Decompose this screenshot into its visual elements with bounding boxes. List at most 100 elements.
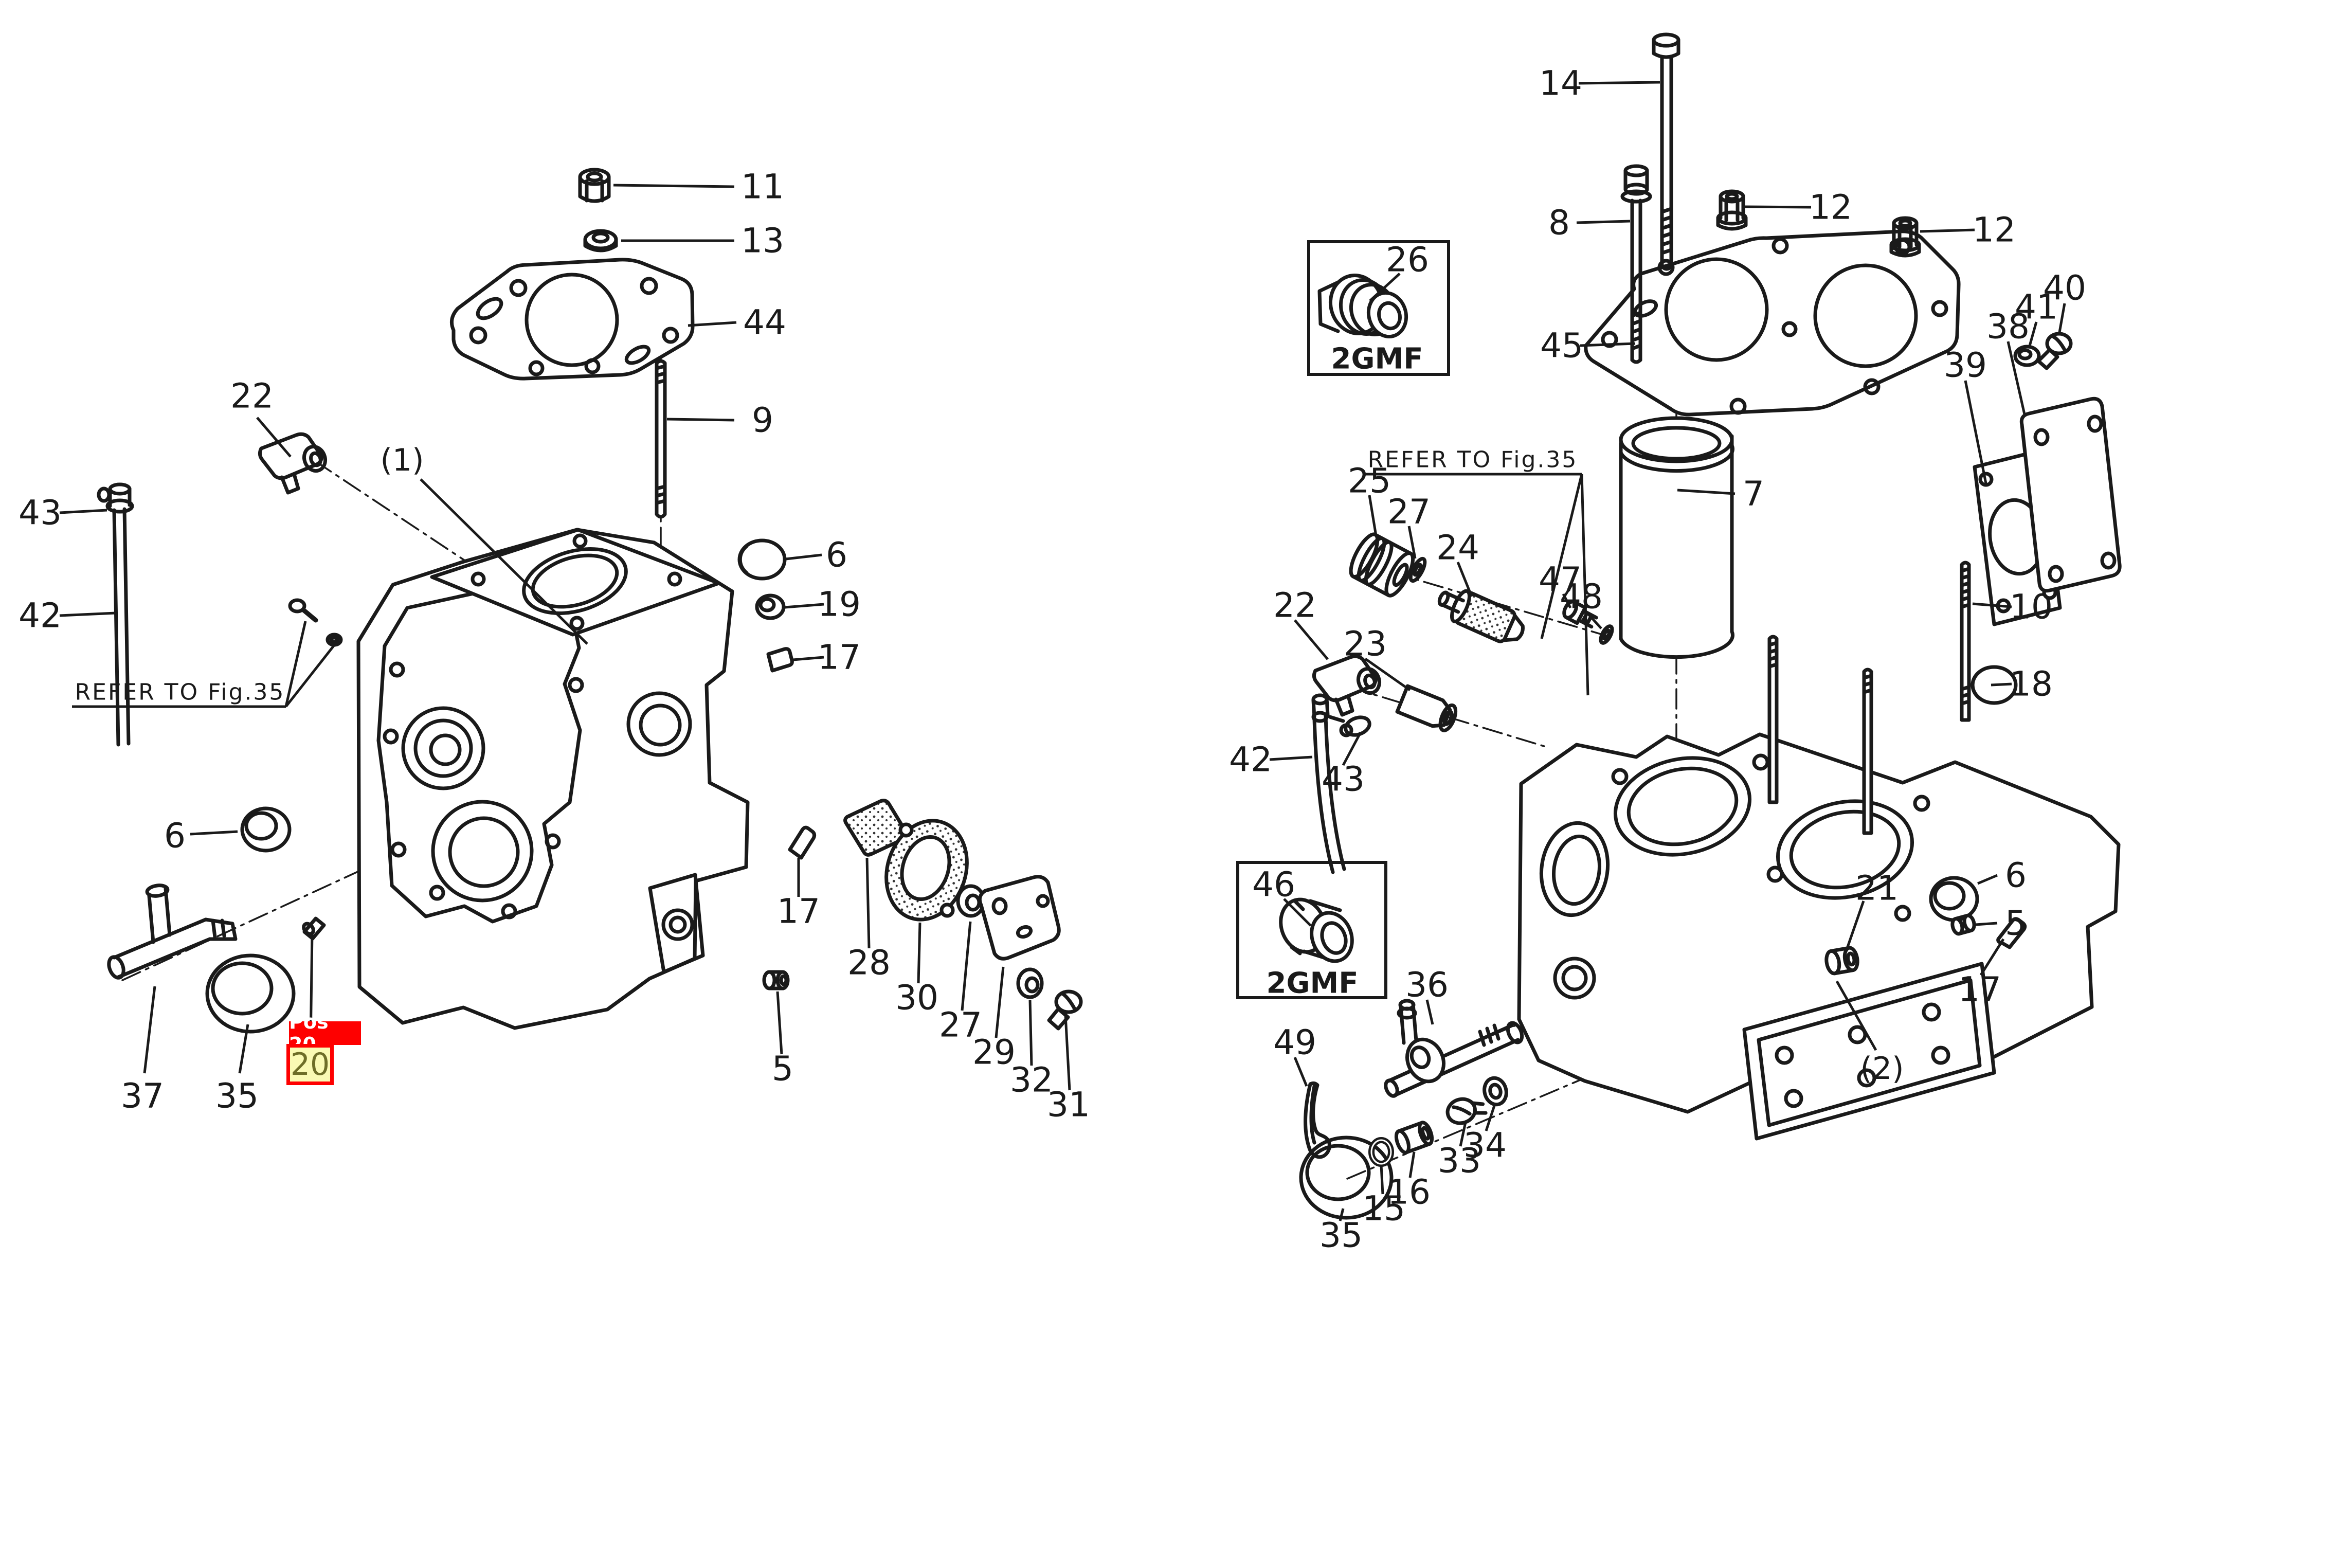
nut-11 xyxy=(578,168,611,203)
sleeve-16 xyxy=(1394,1121,1434,1155)
callout-6: 6 xyxy=(2005,856,2027,895)
callout-37: 37 xyxy=(121,1076,164,1116)
stud-10 xyxy=(1960,561,1971,722)
seal-ring-6-left xyxy=(240,806,292,853)
leader-line xyxy=(1677,489,1736,495)
leader-line xyxy=(1562,593,1572,609)
leader-line xyxy=(1835,980,1877,1051)
callout-44: 44 xyxy=(743,303,786,343)
leader-line xyxy=(865,857,871,949)
leader-line xyxy=(2057,303,2066,336)
leader-line xyxy=(1369,273,1401,302)
plug-5-left xyxy=(762,970,790,990)
leader-line xyxy=(1408,1151,1416,1178)
leader-line xyxy=(256,417,292,458)
bolt-31 xyxy=(1047,989,1083,1031)
callout-27: 27 xyxy=(1387,492,1431,532)
leader-line xyxy=(776,991,783,1055)
leader-line xyxy=(1407,526,1417,559)
refer-bolts-left xyxy=(288,598,343,647)
callout-6: 6 xyxy=(826,535,847,575)
leader-line xyxy=(143,986,156,1074)
leader-line xyxy=(995,966,1005,1038)
plug-5-right xyxy=(1950,913,1976,936)
callout-41: 41 xyxy=(2015,287,2058,327)
pos-20-part-number-box[interactable]: 20 xyxy=(286,1044,334,1085)
cap-6-upper xyxy=(737,538,787,581)
callout-7: 7 xyxy=(1743,474,1764,514)
plug-23 xyxy=(1395,684,1458,732)
cover-plate-38 xyxy=(2019,396,2122,593)
head-gasket-44 xyxy=(449,258,695,381)
callout-49: 49 xyxy=(1273,1023,1316,1062)
inset-part-label: 46 xyxy=(1252,865,1295,905)
sleeve-nut-12 xyxy=(1716,189,1748,231)
leader-line xyxy=(1584,610,1602,629)
leader-line xyxy=(1580,342,1636,347)
leader-line xyxy=(1028,999,1033,1066)
leader-line xyxy=(1920,228,1975,233)
leader-line xyxy=(1339,1208,1345,1221)
cylinder-block-left xyxy=(356,528,750,1030)
leader-line xyxy=(1972,602,2012,608)
leader-line xyxy=(238,1024,249,1074)
leader-line xyxy=(1977,874,1998,885)
diagram-ref: (2) xyxy=(1860,1051,1904,1087)
callout-17: 17 xyxy=(777,892,820,931)
bushing-35-right xyxy=(1299,1136,1394,1220)
callout-17: 17 xyxy=(1958,970,2001,1010)
callout-33: 33 xyxy=(1438,1141,1481,1181)
callout-40: 40 xyxy=(2043,268,2086,308)
leader-line xyxy=(961,921,972,1011)
callout-16: 16 xyxy=(1387,1173,1431,1212)
callout-39: 39 xyxy=(1944,346,1987,385)
callout-5: 5 xyxy=(772,1049,793,1089)
callout-35: 35 xyxy=(215,1076,259,1116)
callout-32: 32 xyxy=(1010,1060,1053,1100)
leader-line xyxy=(1294,619,1329,660)
callout-28: 28 xyxy=(847,943,891,983)
bushing-35-left xyxy=(205,953,296,1034)
stud-8 xyxy=(1620,164,1652,364)
callout-17: 17 xyxy=(818,638,861,677)
cap-18 xyxy=(1971,665,2018,705)
leader-line xyxy=(1342,731,1362,766)
leader-line xyxy=(1064,1015,1071,1091)
callout-45: 45 xyxy=(1540,326,1583,366)
leader-line xyxy=(1845,900,1865,952)
washer-13 xyxy=(583,229,618,253)
washer-34 xyxy=(1483,1076,1508,1107)
callout-11: 11 xyxy=(741,167,784,207)
leader-line xyxy=(2006,341,2027,417)
clamp-43-right xyxy=(1328,715,1371,737)
leader-line xyxy=(1425,999,1434,1025)
pipe-42-right xyxy=(1311,693,1346,874)
leader-line xyxy=(1580,474,1589,696)
leader-line xyxy=(190,830,238,836)
leader-line xyxy=(784,603,824,609)
cover-29 xyxy=(978,875,1061,961)
bushing-21 xyxy=(1824,946,1859,976)
filter-24 xyxy=(1437,589,1525,643)
leader-line xyxy=(666,418,735,422)
callout-24: 24 xyxy=(1436,528,1479,568)
callout-22: 22 xyxy=(1273,586,1316,625)
callout-30: 30 xyxy=(895,978,938,1018)
plug-25 xyxy=(1349,532,1415,598)
callout-15: 15 xyxy=(1362,1189,1405,1229)
callout-31: 31 xyxy=(1047,1085,1090,1125)
callout-42: 42 xyxy=(19,596,62,636)
callout-6: 6 xyxy=(164,816,186,856)
inset-box xyxy=(1236,861,1387,999)
leader-line xyxy=(2028,321,2038,348)
leader-line xyxy=(59,509,107,514)
leader-line xyxy=(1979,938,2005,976)
callout-14: 14 xyxy=(1539,64,1582,103)
leader-line xyxy=(1964,380,1987,484)
bolt-40 xyxy=(2036,332,2073,370)
washer-27-right xyxy=(1408,556,1427,583)
refer-note: REFER TO Fig.35 xyxy=(75,679,285,706)
inset-26-part xyxy=(1317,274,1408,339)
